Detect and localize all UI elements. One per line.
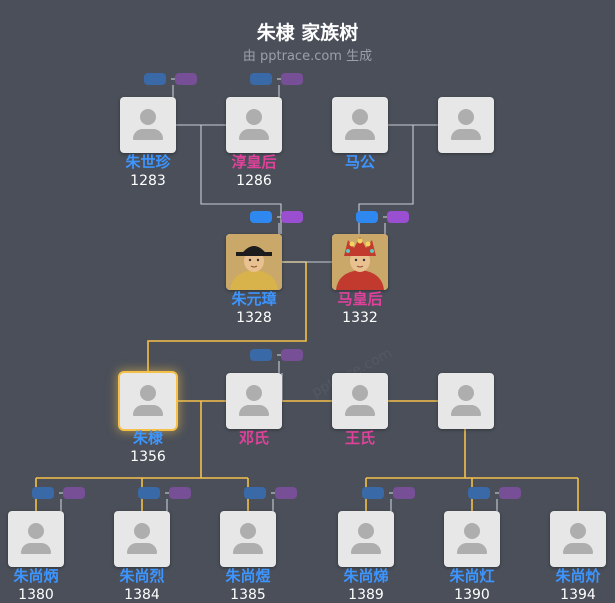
person-card-p13[interactable] (220, 511, 276, 567)
person-birth-year: 1286 (236, 173, 272, 189)
person-birth-year: 1356 (130, 449, 166, 465)
expand-ancestors-button[interactable] (32, 487, 54, 499)
person-name: 王氏 (344, 429, 375, 447)
expand-ancestors-button[interactable] (468, 487, 490, 499)
person-name: 朱尚煜 (225, 567, 271, 585)
expand-relatives-button[interactable] (281, 349, 303, 361)
person-birth-year: 1332 (342, 310, 378, 326)
person-card-p10[interactable] (438, 373, 494, 429)
expand-ancestors-button[interactable] (144, 73, 166, 85)
page-subtitle: 由 pptrace.com 生成 (242, 49, 373, 64)
person-birth-year: 1328 (236, 310, 272, 326)
person-name: 朱尚灴 (449, 567, 495, 585)
person-card-p3[interactable] (332, 97, 388, 153)
person-birth-year: 1389 (348, 587, 384, 603)
expand-relatives-button[interactable] (275, 487, 297, 499)
expand-relatives-button[interactable] (387, 211, 409, 223)
expand-relatives-button[interactable] (169, 487, 191, 499)
expand-ancestors-button[interactable] (250, 349, 272, 361)
empress-portrait (332, 234, 388, 290)
person-card-p4[interactable] (438, 97, 494, 153)
person-card-p16[interactable] (550, 511, 606, 567)
expand-relatives-button[interactable] (499, 487, 521, 499)
expand-ancestors-button[interactable] (250, 211, 272, 223)
person-name: 朱元璋 (231, 290, 277, 308)
person-birth-year: 1385 (230, 587, 266, 603)
person-name: 朱棣 (132, 429, 163, 447)
person-name: 邓氏 (238, 429, 269, 447)
person-name: 朱世珍 (125, 153, 171, 171)
person-name: 朱尚烈 (119, 567, 165, 585)
person-birth-year: 1283 (130, 173, 166, 189)
person-name: 淳皇后 (231, 153, 277, 171)
emperor-portrait (226, 234, 282, 290)
expand-ancestors-button[interactable] (250, 73, 272, 85)
expand-ancestors-button[interactable] (244, 487, 266, 499)
expand-relatives-button[interactable] (281, 73, 303, 85)
person-card-p11[interactable] (8, 511, 64, 567)
person-card-p14[interactable] (338, 511, 394, 567)
person-card-p5[interactable] (226, 234, 282, 290)
expand-ancestors-button[interactable] (138, 487, 160, 499)
person-birth-year: 1384 (124, 587, 160, 603)
expand-relatives-button[interactable] (393, 487, 415, 499)
expand-ancestors-button[interactable] (356, 211, 378, 223)
person-birth-year: 1380 (18, 587, 54, 603)
person-card-p7[interactable] (120, 373, 176, 429)
person-name: 马皇后 (337, 290, 383, 308)
person-birth-year: 1394 (560, 587, 596, 603)
person-name: 朱尚炌 (555, 567, 601, 585)
person-name: 朱尚焍 (343, 567, 389, 585)
expand-relatives-button[interactable] (281, 211, 303, 223)
person-card-p15[interactable] (444, 511, 500, 567)
person-card-p1[interactable] (120, 97, 176, 153)
page-title: 朱棣 家族树 (256, 22, 359, 44)
expand-relatives-button[interactable] (175, 73, 197, 85)
person-card-p6[interactable] (332, 234, 388, 290)
person-card-p2[interactable] (226, 97, 282, 153)
person-card-p8[interactable] (226, 373, 282, 429)
expand-ancestors-button[interactable] (362, 487, 384, 499)
expand-relatives-button[interactable] (63, 487, 85, 499)
person-name: 马公 (344, 153, 375, 171)
person-card-p12[interactable] (114, 511, 170, 567)
person-name: 朱尚炳 (13, 567, 59, 585)
person-card-p9[interactable] (332, 373, 388, 429)
person-birth-year: 1390 (454, 587, 490, 603)
